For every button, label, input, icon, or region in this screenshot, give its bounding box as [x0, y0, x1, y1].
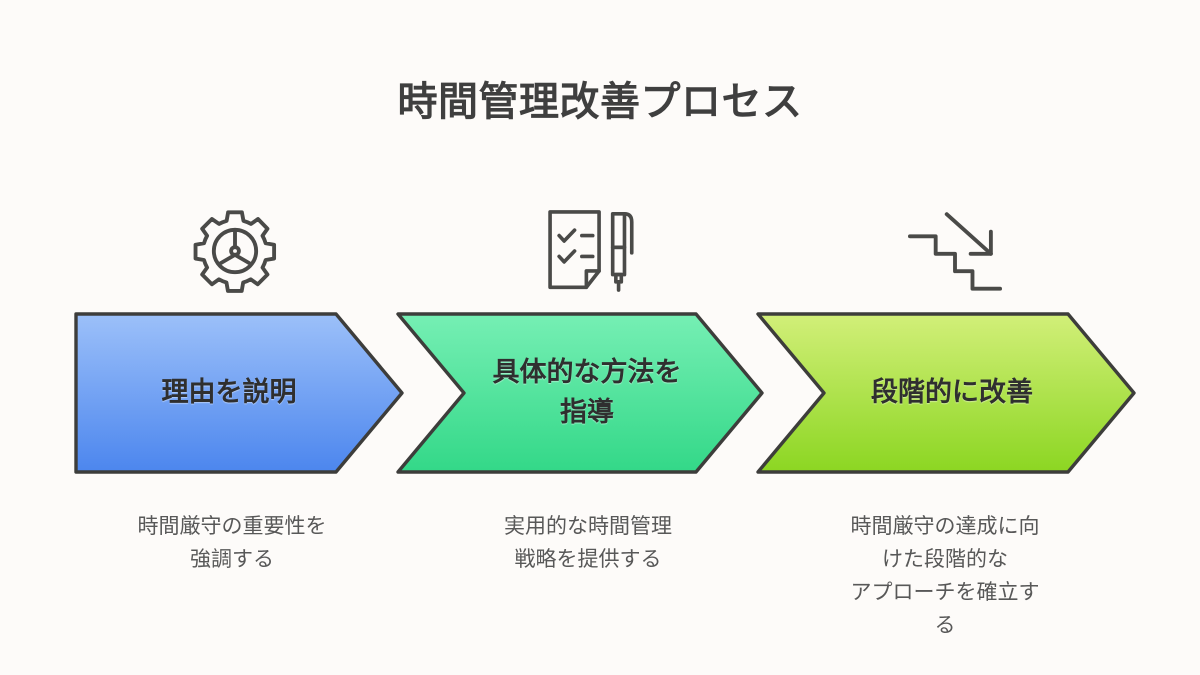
- step-2-icon-slot: [515, 196, 665, 306]
- checklist-pen-icon: [541, 205, 639, 297]
- gear-icon: [189, 205, 281, 297]
- process-step-3-label: 段階的に改善: [871, 377, 1033, 408]
- process-step-2-label: 具体的な方法を 指導: [492, 357, 682, 428]
- process-step-2-caption: 実用的な時間管理 戦略を提供する: [504, 514, 672, 571]
- process-chevron-band: 理由を説明 具体的な方法を 指導: [0, 312, 1200, 478]
- process-step-3[interactable]: 段階的に改善: [756, 312, 1136, 474]
- step-3-icon-slot: [880, 196, 1030, 306]
- stairs-down-arrow-icon: [905, 205, 1005, 297]
- process-step-2[interactable]: 具体的な方法を 指導: [396, 312, 764, 474]
- page-title: 時間管理改善プロセス: [397, 79, 803, 125]
- icon-row: [0, 196, 1200, 306]
- process-step-1-label: 理由を説明: [161, 377, 297, 408]
- caption-row: 時間厳守の重要性を 強調する 実用的な時間管理 戦略を提供する 時間厳守の達成に…: [0, 510, 1200, 660]
- process-step-1[interactable]: 理由を説明: [74, 312, 404, 474]
- process-step-3-caption: 時間厳守の達成に向 けた段階的な アプローチを確立す る: [850, 514, 1040, 637]
- process-step-1-caption: 時間厳守の重要性を 強調する: [137, 514, 327, 571]
- step-1-icon-slot: [160, 196, 310, 306]
